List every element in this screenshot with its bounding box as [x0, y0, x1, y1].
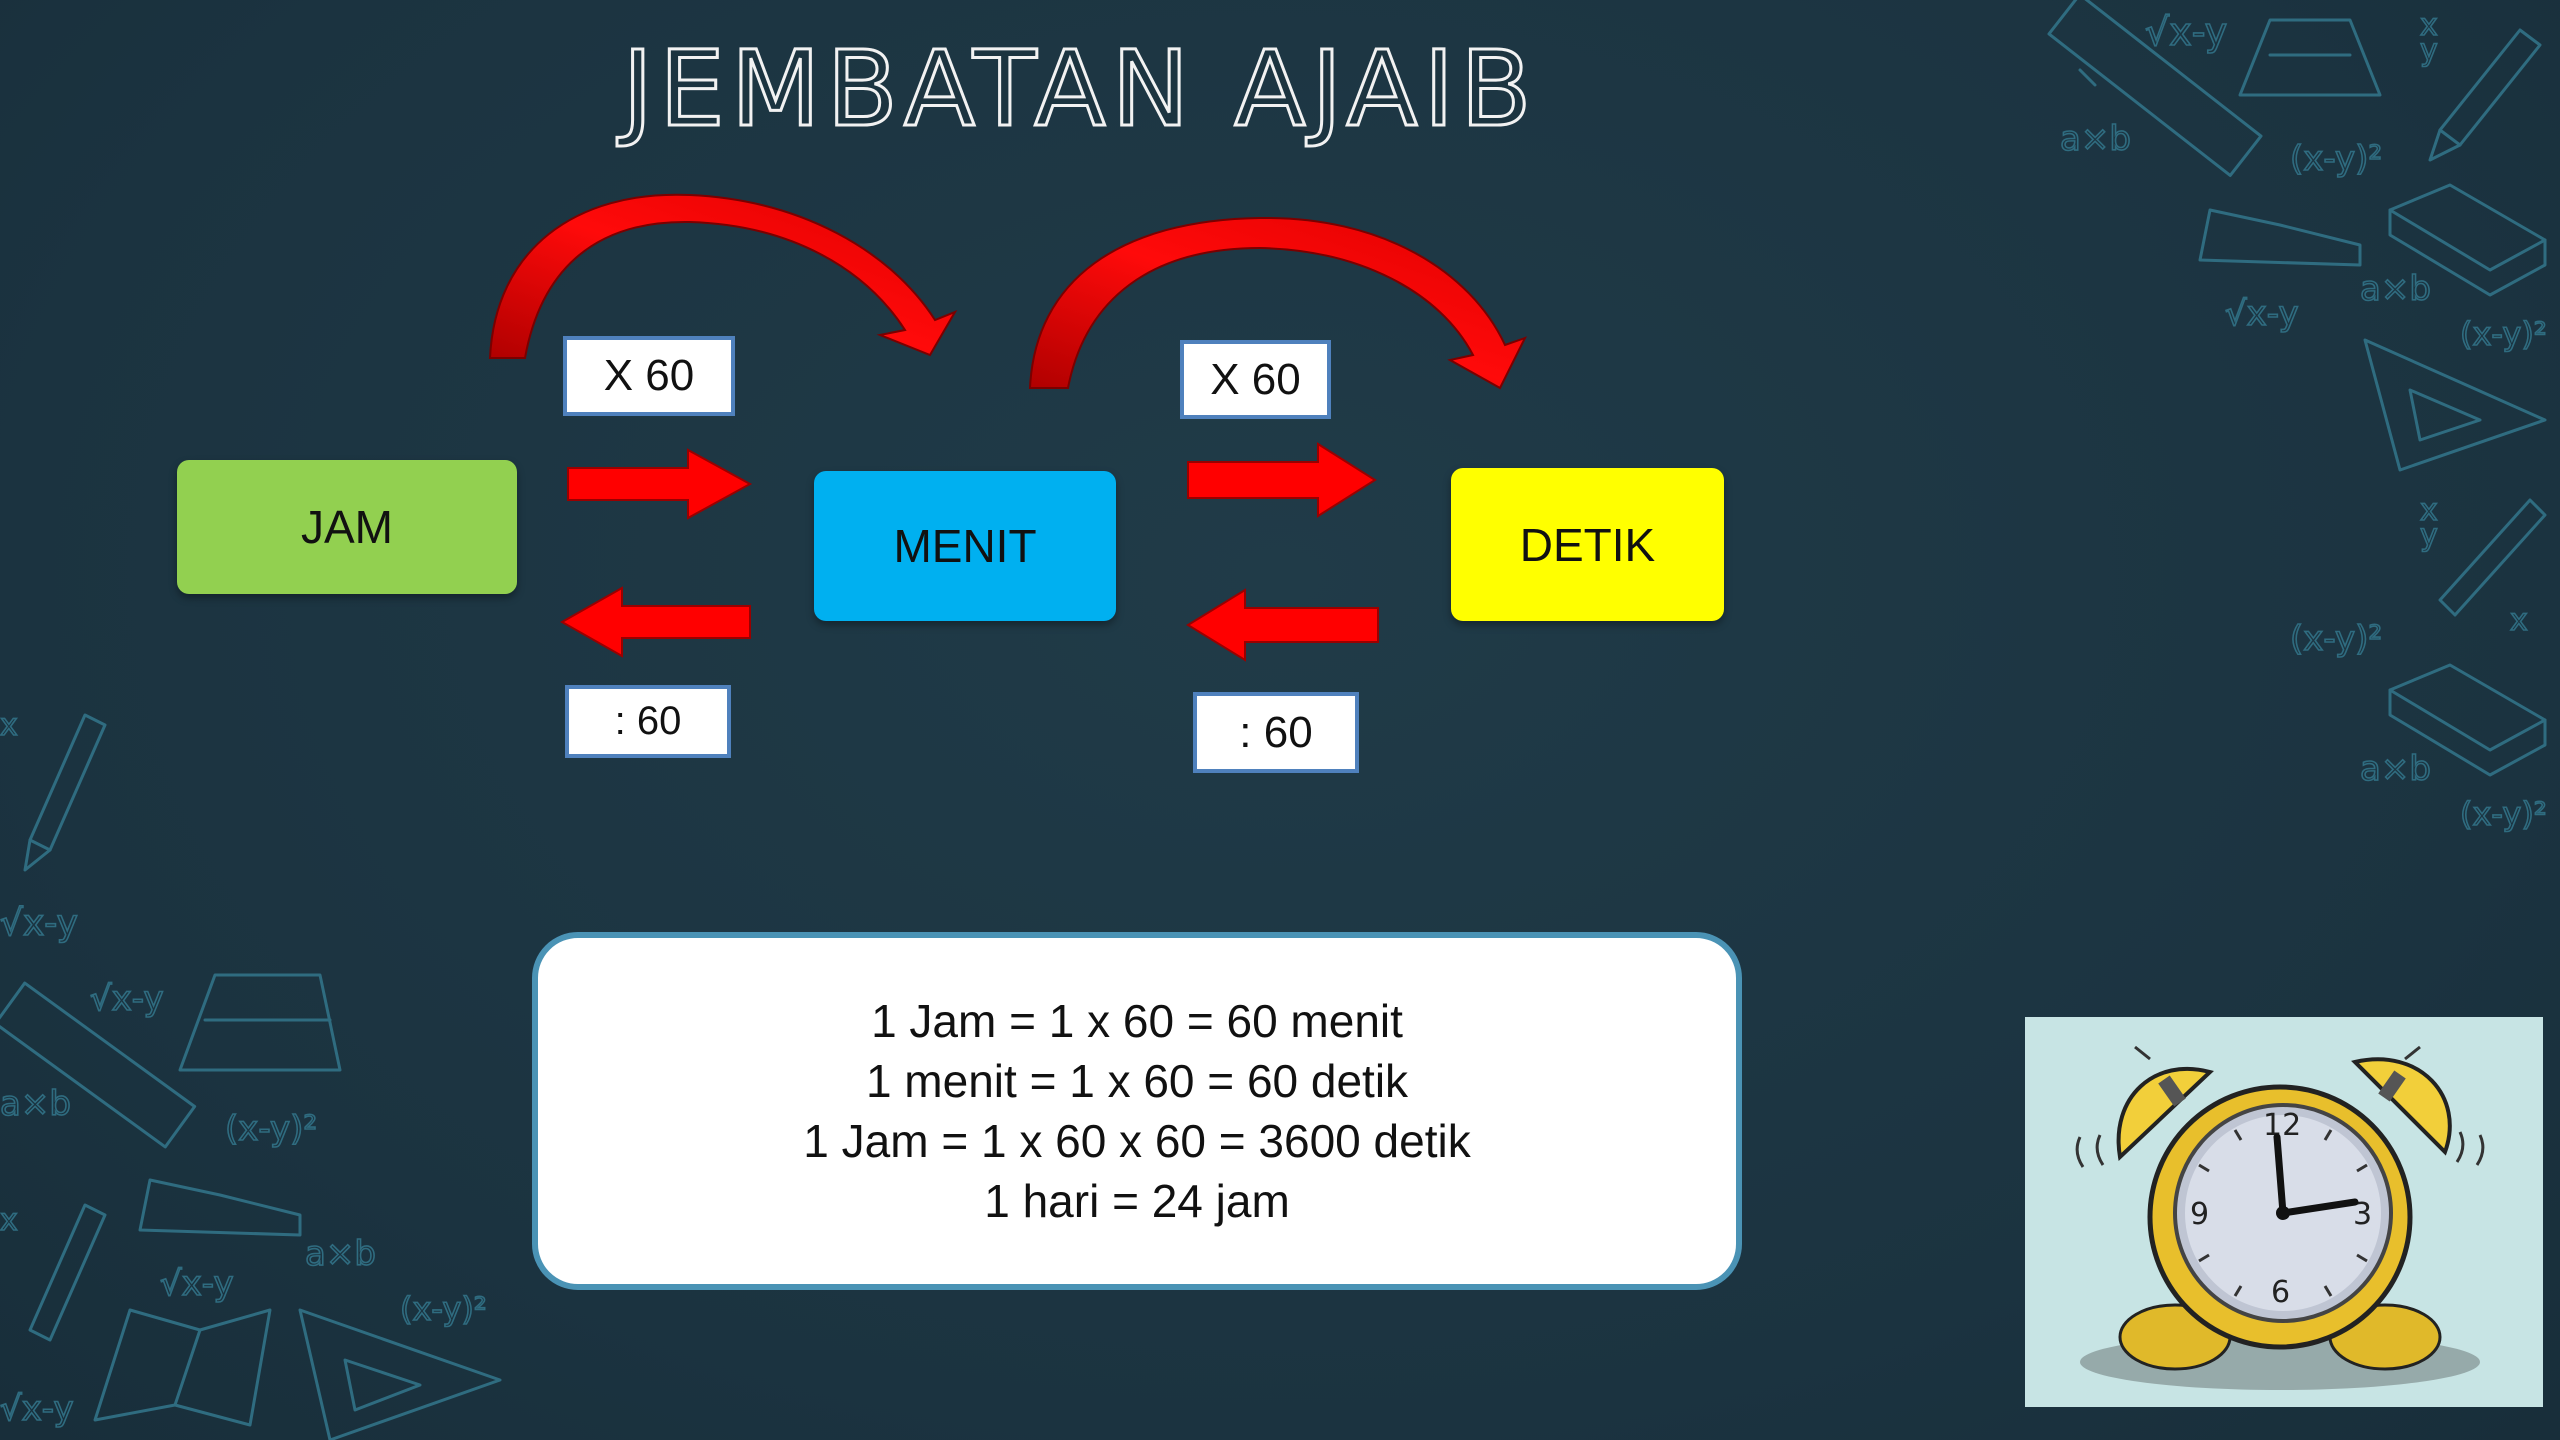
- summary-line: 1 Jam = 1 x 60 x 60 = 3600 detik: [803, 1115, 1471, 1167]
- arrow-menit-to-detik: [1187, 442, 1377, 518]
- alarm-clock-illustration: 12 3 6 9: [2025, 1017, 2543, 1407]
- clock-numeral: 6: [2271, 1275, 2290, 1310]
- operation-label-detik-to-menit: : 60: [1193, 692, 1359, 773]
- arrow-detik-to-menit: [1186, 588, 1379, 662]
- operation-label-jam-to-menit: X 60: [563, 336, 735, 416]
- summary-box: 1 Jam = 1 x 60 = 60 menit 1 menit = 1 x …: [532, 932, 1742, 1290]
- curved-arrow-jam-to-menit: [488, 193, 958, 359]
- clock-numeral: 9: [2190, 1197, 2209, 1232]
- unit-box-menit: MENIT: [814, 471, 1116, 621]
- summary-line: 1 Jam = 1 x 60 = 60 menit: [871, 995, 1403, 1047]
- operation-label-menit-to-detik: X 60: [1180, 340, 1331, 419]
- slide-title: JEMBATAN AJAIB: [621, 27, 1538, 152]
- clock-numeral: 3: [2353, 1197, 2372, 1232]
- unit-box-detik: DETIK: [1451, 468, 1724, 621]
- unit-box-jam: JAM: [177, 460, 517, 594]
- arrow-menit-to-jam: [559, 586, 751, 658]
- summary-line: 1 menit = 1 x 60 = 60 detik: [865, 1055, 1409, 1107]
- alarm-clock-icon: 12 3 6 9: [2075, 1045, 2485, 1390]
- arrow-jam-to-menit: [567, 448, 753, 520]
- clock-numeral: 12: [2263, 1108, 2301, 1143]
- curved-arrow-menit-to-detik: [1028, 216, 1527, 390]
- operation-label-menit-to-jam: : 60: [565, 685, 731, 758]
- summary-line: 1 hari = 24 jam: [984, 1175, 1290, 1227]
